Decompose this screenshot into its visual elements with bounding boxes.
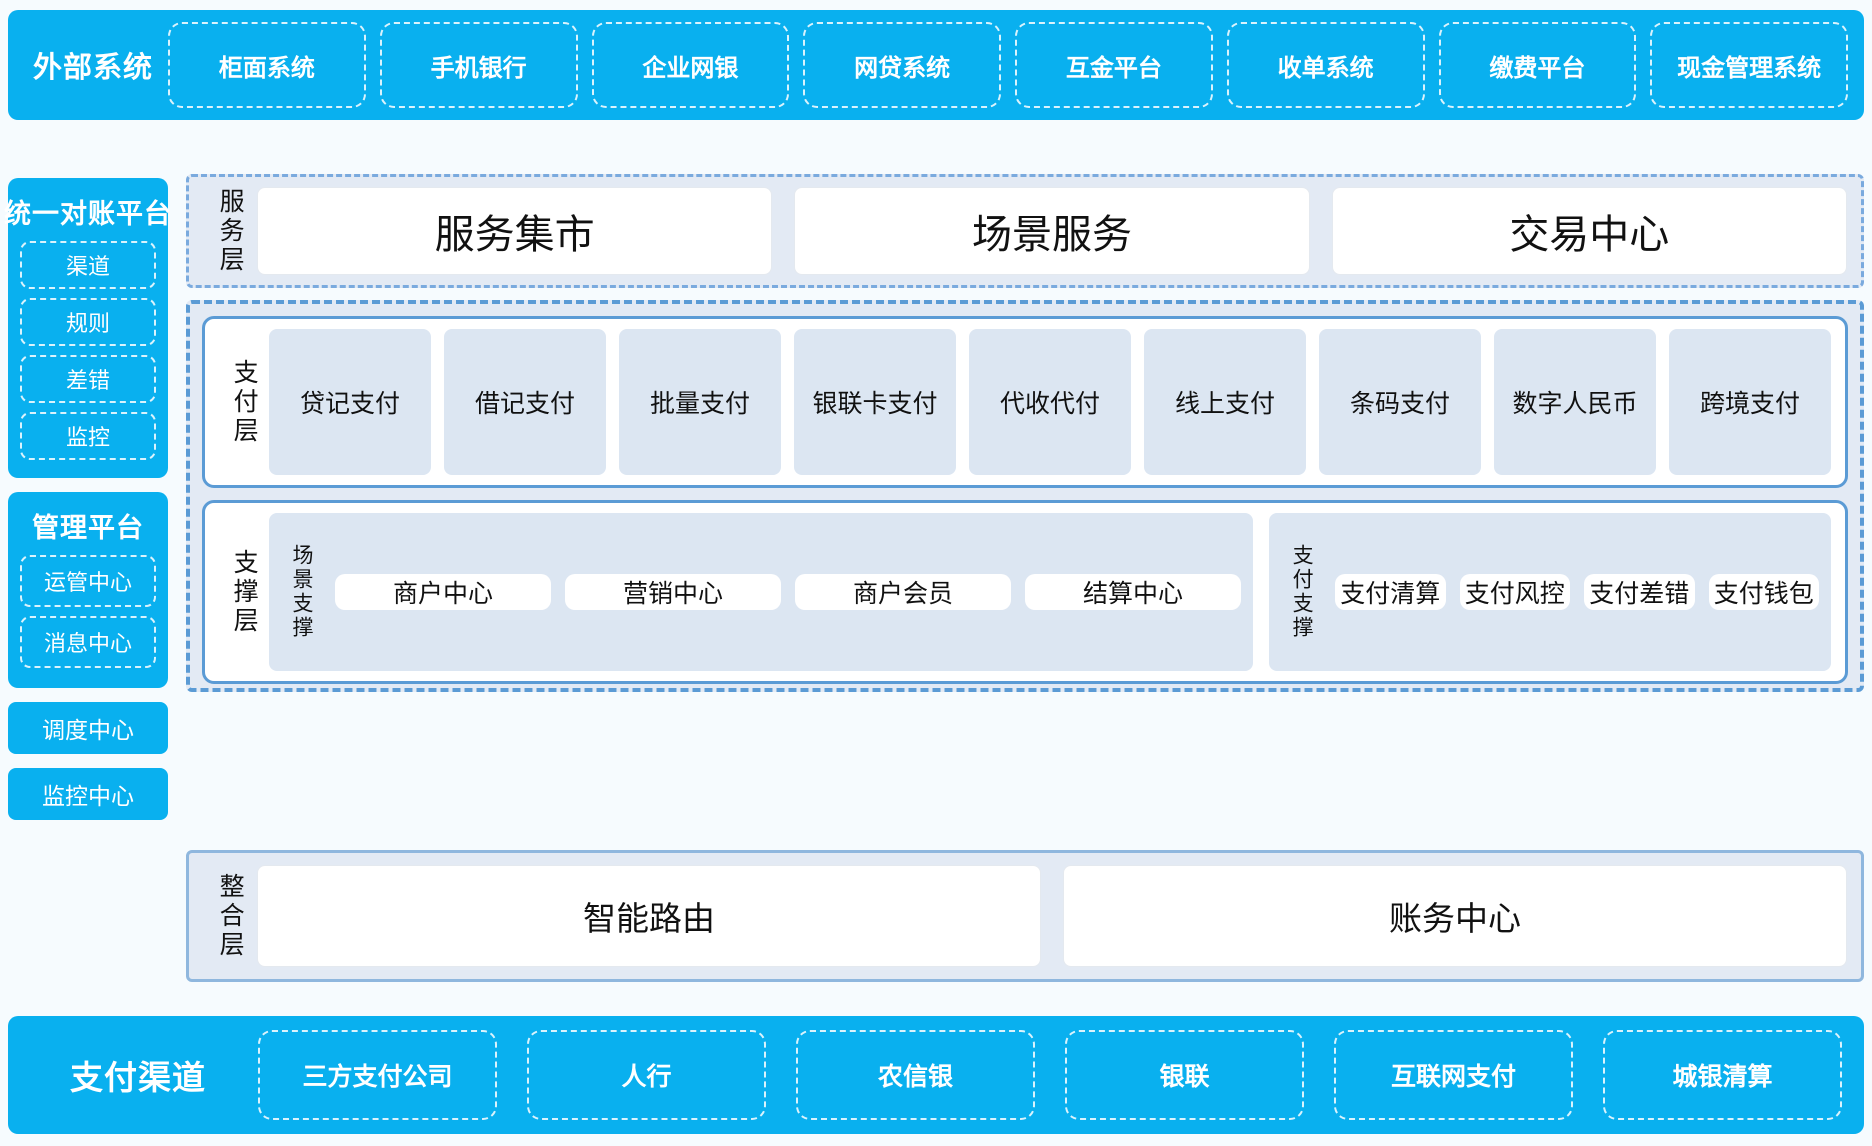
payment-layer-label: 支付层 [230,358,259,446]
external-system-chip[interactable]: 手机银行 [379,22,578,108]
support-card-payment-clearing[interactable]: 支付清算 [1335,574,1446,610]
payment-channel-chip[interactable]: 银联 [1065,1030,1304,1120]
external-systems-items: 柜面系统 手机银行 企业网银 网贷系统 互金平台 收单系统 缴费平台 现金管理系… [168,22,1848,108]
payment-channels-title: 支付渠道 [70,1059,206,1096]
rail-item-error[interactable]: 差错 [20,355,156,403]
external-system-chip[interactable]: 企业网银 [591,22,790,108]
integration-layer-label: 整合层 [216,872,245,960]
management-platform-title: 管理平台 [32,513,144,543]
external-system-chip[interactable]: 现金管理系统 [1650,22,1848,108]
integration-layer-panel: 整合层 智能路由 账务中心 [186,850,1864,982]
integration-card-smart-routing[interactable]: 智能路由 [257,865,1041,967]
service-layer-label: 服务层 [216,187,245,275]
rail-item-scheduling-center[interactable]: 调度中心 [8,702,168,754]
external-system-chip[interactable]: 互金平台 [1015,22,1213,108]
support-card-payment-risk[interactable]: 支付风控 [1459,574,1571,610]
payment-chip-credit[interactable]: 贷记支付 [269,329,431,475]
support-layer-groups: 场景支撑 商户中心 营销中心 商户会员 结算中心 支付支撑 支付清算 支付风控 … [269,505,1831,679]
payment-channel-chip[interactable]: 三方支付公司 [258,1030,497,1120]
payment-layer-items: 贷记支付 借记支付 批量支付 银联卡支付 代收代付 线上支付 条码支付 数字人民… [269,319,1831,485]
support-group-payment: 支付支撑 支付清算 支付风控 支付差错 支付钱包 [1269,513,1831,671]
payment-chip-digital-rmb[interactable]: 数字人民币 [1494,329,1656,475]
payment-channel-chip[interactable]: 互联网支付 [1334,1030,1573,1120]
payment-chip-debit[interactable]: 借记支付 [444,329,606,475]
core-layers-container: 支付层 贷记支付 借记支付 批量支付 银联卡支付 代收代付 线上支付 条码支付 … [186,300,1864,692]
rail-item-message-center[interactable]: 消息中心 [20,616,156,668]
payment-chip-cross-border[interactable]: 跨境支付 [1669,329,1831,475]
external-system-chip[interactable]: 收单系统 [1226,22,1425,108]
support-card-settlement-center[interactable]: 结算中心 [1025,574,1242,610]
service-card-transaction[interactable]: 交易中心 [1331,187,1847,275]
support-group-scenario: 场景支撑 商户中心 营销中心 商户会员 结算中心 [269,513,1254,671]
service-layer-panel: 服务层 服务集市 场景服务 交易中心 [186,174,1864,288]
payment-channels-bar: 支付渠道 三方支付公司 人行 农信银 银联 互联网支付 城银清算 [8,1016,1864,1134]
support-layer-panel: 支撑层 场景支撑 商户中心 营销中心 商户会员 结算中心 支付支撑 支付清算 支… [202,500,1848,684]
reconciliation-platform-card: 统一对账平台 渠道 规则 差错 监控 [4,178,171,478]
rail-item-channel[interactable]: 渠道 [20,241,156,289]
payment-chip-batch[interactable]: 批量支付 [619,329,781,475]
rail-item-rule[interactable]: 规则 [20,298,156,346]
payment-chip-unionpay-card[interactable]: 银联卡支付 [794,329,956,475]
support-card-merchant-member[interactable]: 商户会员 [795,574,1012,610]
service-card-scenario[interactable]: 场景服务 [794,187,1310,275]
payment-chip-barcode[interactable]: 条码支付 [1319,329,1481,475]
external-system-chip[interactable]: 网贷系统 [803,22,1001,108]
support-layer-label: 支撑层 [230,548,259,636]
payment-channel-chip[interactable]: 城银清算 [1603,1030,1842,1120]
support-card-payment-error[interactable]: 支付差错 [1584,574,1695,610]
payment-channels-items: 三方支付公司 人行 农信银 银联 互联网支付 城银清算 [258,1030,1842,1120]
payment-chip-collection-payment[interactable]: 代收代付 [969,329,1131,475]
support-card-merchant-center[interactable]: 商户中心 [335,574,552,610]
rail-item-monitoring-center[interactable]: 监控中心 [8,768,168,820]
payment-layer-panel: 支付层 贷记支付 借记支付 批量支付 银联卡支付 代收代付 线上支付 条码支付 … [202,316,1848,488]
external-systems-bar: 外部系统 柜面系统 手机银行 企业网银 网贷系统 互金平台 收单系统 缴费平台 … [8,10,1864,120]
external-system-chip[interactable]: 柜面系统 [168,22,366,108]
support-card-marketing-center[interactable]: 营销中心 [565,574,782,610]
payment-chip-online[interactable]: 线上支付 [1144,329,1306,475]
integration-card-accounting-center[interactable]: 账务中心 [1063,865,1847,967]
service-card-marketplace[interactable]: 服务集市 [257,187,773,275]
integration-layer-items: 智能路由 账务中心 [257,865,1847,967]
service-layer-items: 服务集市 场景服务 交易中心 [257,187,1847,275]
rail-item-operation-center[interactable]: 运管中心 [20,555,156,607]
reconciliation-platform-title: 统一对账平台 [4,199,172,229]
payment-channel-chip[interactable]: 人行 [527,1030,766,1120]
external-system-chip[interactable]: 缴费平台 [1438,22,1637,108]
rail-item-monitor[interactable]: 监控 [20,412,156,460]
support-card-payment-wallet[interactable]: 支付钱包 [1708,574,1819,610]
support-group-payment-label: 支付支撑 [1290,544,1314,640]
management-platform-card: 管理平台 运管中心 消息中心 [8,492,168,688]
payment-channel-chip[interactable]: 农信银 [796,1030,1035,1120]
support-group-scenario-label: 场景支撑 [290,544,314,640]
external-systems-title: 外部系统 [32,52,153,84]
